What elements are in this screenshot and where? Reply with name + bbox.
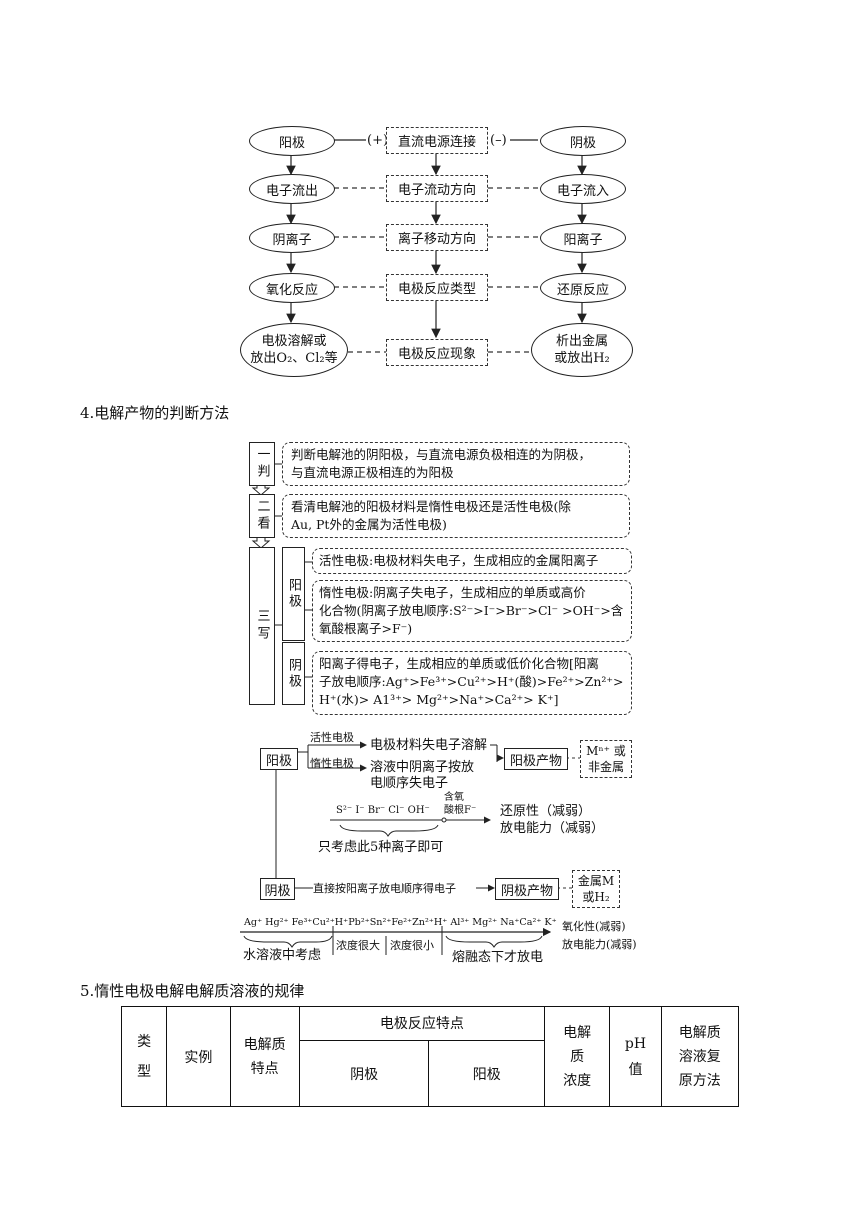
d3-oxyacid-1: 含氧 [444, 792, 464, 803]
left-result-line1: 电极溶解或 [261, 334, 327, 349]
d3-cathode-product-box: 阴极产物 [495, 878, 559, 900]
center-box-phenomenon: 电极反应现象 [386, 339, 488, 366]
d3-oxidizing: 氧化性(减弱) [562, 920, 626, 933]
th-restore-3: 原方法 [678, 1072, 721, 1089]
d3-cation-series: Ag⁺ Hg²⁺ Fe³⁺Cu²⁺H⁺Pb²⁺Sn²⁺Fe²⁺Zn²⁺H⁺ Al… [244, 917, 557, 928]
d3-discharge2: 放电能力(减弱) [562, 938, 637, 951]
center-box-ion-move: 离子移动方向 [386, 224, 488, 251]
d3-cathode-result-2: 或H₂ [582, 890, 610, 904]
d3-anode-box: 阳极 [260, 748, 298, 770]
th-restore: 电解质 溶液复 原方法 [660, 1006, 740, 1107]
d3-active-label: 活性电极 [310, 731, 354, 744]
section4-title: 4.电解产物的判断方法 [80, 404, 230, 422]
th-cathode: 阴极 [298, 1040, 430, 1107]
th-restore-2: 溶液复 [678, 1048, 721, 1065]
d3-cathode-rule: 直接按阳离子放电顺序得电子 [313, 882, 456, 895]
right-node-electron-in: 电子流入 [540, 174, 626, 204]
th-example: 实例 [166, 1006, 231, 1107]
step3-label: 三写 [249, 547, 275, 705]
th-ph-2: 值 [628, 1061, 643, 1078]
d3-cathode-result-1: 金属M [577, 874, 615, 888]
th-ef-2: 特点 [250, 1060, 279, 1077]
left-node-result: 电极溶解或 放出O₂、Cl₂等 [240, 323, 348, 377]
th-conc-1: 电解 [563, 1024, 592, 1041]
anode-inert-box: 惰性电极:阴离子失电子，生成相应的单质或高价 化合物(阴离子放电顺序:S²⁻>I… [312, 580, 632, 642]
d3-anion-series: S²⁻ I⁻ Br⁻ Cl⁻ OH⁻ [336, 805, 430, 816]
section5-title: 5.惰性电极电解电解质溶液的规律 [80, 982, 305, 1000]
th-conc-3: 浓度 [563, 1072, 592, 1089]
right-node-result: 析出金属 或放出H₂ [531, 323, 633, 377]
th-ph: pH 值 [609, 1006, 662, 1107]
d3-inert-label: 惰性电极 [310, 757, 354, 770]
cathode-line3: H⁺(水)> A1³⁺> Mg²⁺>Na⁺>Ca²⁺> K⁺] [319, 692, 559, 707]
d3-only5: 只考虑此5种离子即可 [318, 840, 444, 855]
cathode-line2: 子放电顺序:Ag⁺>Fe³⁺>Cu²⁺>H⁺(酸)>Fe²⁺>Zn²⁺> [319, 674, 624, 689]
cathode-node: 阴极 [540, 126, 626, 156]
th-conc-2: 质 [570, 1048, 585, 1065]
step2-text-box: 看清电解池的阳极材料是惰性电极还是活性电极(除 Au, Pt外的金属为活性电极) [282, 494, 630, 538]
d3-anode-product-result: Mⁿ⁺ 或 非金属 [580, 740, 632, 778]
d3-cathode-box: 阴极 [260, 878, 295, 900]
center-box-electron-flow: 电子流动方向 [386, 175, 488, 202]
step3-anode-label: 阳极 [282, 547, 305, 641]
left-node-oxidation: 氧化反应 [249, 273, 335, 303]
th-type-1: 类 [137, 1033, 152, 1050]
cathode-line1: 阳离子得电子，生成相应的单质或低价化合物[阳离 [319, 656, 599, 671]
d3-reducing: 还原性（减弱） [500, 804, 592, 819]
electrolysis-rules-table: 类 型 实例 电解质 特点 电极反应特点 电解 质 浓度 pH 值 [120, 1006, 740, 1107]
step1-line2: 与直流电源正极相连的为阳极 [291, 465, 454, 480]
d3-aqueous: 水溶液中考虑 [243, 948, 322, 963]
anode-node: 阳极 [249, 126, 335, 156]
th-electrode-feature: 电极反应特点 [298, 1006, 546, 1041]
th-ef-1: 电解质 [243, 1036, 286, 1053]
d3-anode-result-2: 非金属 [587, 760, 624, 774]
step2-line2: Au, Pt外的金属为活性电极) [291, 517, 447, 532]
anode-inert-line3: 氧酸根离子>F⁻) [319, 621, 413, 636]
left-result-line2: 放出O₂、Cl₂等 [250, 351, 338, 366]
d3-anode-product-box: 阳极产物 [504, 748, 568, 770]
th-type-2: 型 [137, 1063, 152, 1080]
right-result-line1: 析出金属 [555, 334, 608, 349]
th-electrolyte-feature: 电解质 特点 [229, 1006, 300, 1107]
th-concentration: 电解 质 浓度 [544, 1006, 611, 1107]
cathode-box: 阳离子得电子，生成相应的单质或低价化合物[阳离 子放电顺序:Ag⁺>Fe³⁺>C… [312, 651, 632, 715]
d3-anode-result-1: Mⁿ⁺ 或 [586, 744, 626, 758]
d3-cathode-product-result: 金属M 或H₂ [572, 870, 620, 908]
d3-active-result: 电极材料失电子溶解 [370, 738, 488, 753]
d3-oxyacid-2: 酸根F⁻ [444, 805, 477, 816]
anode-inert-line1: 惰性电极:阴离子失电子，生成相应的单质或高价 [319, 585, 586, 600]
anode-inert-line2: 化合物(阴离子放电顺序:S²⁻>I⁻>Br⁻>Cl⁻ >OH⁻>含 [319, 603, 624, 618]
d3-low-conc: 浓度很小 [390, 939, 434, 952]
d3-discharge1: 放电能力（减弱） [500, 821, 605, 836]
anode-active-box: 活性电极:电极材料失电子，生成相应的金属阳离子 [312, 548, 632, 574]
right-result-line2: 或放出H₂ [554, 351, 610, 366]
step1-text-box: 判断电解池的阴阳极，与直流电源负极相连的为阴极， 与直流电源正极相连的为阳极 [282, 442, 630, 486]
minus-sign: (–) [490, 133, 507, 148]
diagram3-connectors [240, 741, 580, 955]
d3-molten: 熔融态下才放电 [452, 950, 544, 965]
left-node-anion: 阴离子 [249, 223, 335, 253]
plus-sign: (+) [367, 133, 389, 148]
step2-label: 二看 [249, 494, 275, 538]
th-restore-1: 电解质 [678, 1024, 721, 1041]
left-node-electron-out: 电子流出 [249, 174, 335, 204]
th-anode: 阳极 [428, 1040, 546, 1107]
th-ph-1: pH [624, 1035, 647, 1052]
right-node-cation: 阳离子 [540, 223, 626, 253]
step2-line1: 看清电解池的阳极材料是惰性电极还是活性电极(除 [291, 499, 571, 514]
diagram1-connectors [286, 139, 587, 353]
th-type: 类 型 [120, 1006, 168, 1107]
d3-inert-result-1: 溶液中阴离子按放 [370, 760, 475, 775]
center-box-reaction-type: 电极反应类型 [386, 274, 488, 301]
step3-cathode-label: 阴极 [282, 642, 305, 705]
right-node-reduction: 还原反应 [540, 273, 626, 303]
d3-inert-result-2: 电顺序失电子 [370, 776, 449, 791]
step1-line1: 判断电解池的阴阳极，与直流电源负极相连的为阴极， [291, 447, 592, 462]
step1-label: 一判 [249, 442, 275, 486]
center-box-power: 直流电源连接 [386, 127, 488, 154]
d3-high-conc: 浓度很大 [336, 939, 380, 952]
